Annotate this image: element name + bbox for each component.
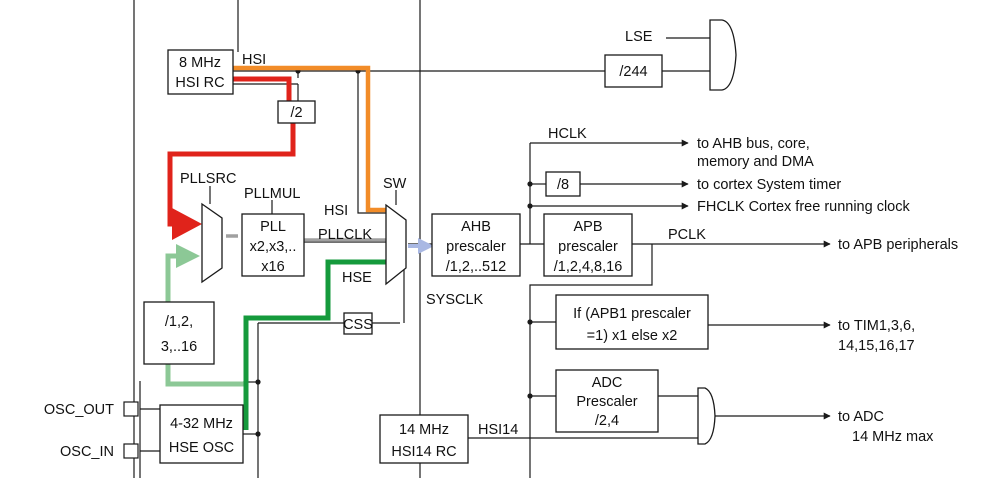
hsi14-rc-line2: HSI14 RC <box>391 444 456 460</box>
ahb-prescaler-block: AHB prescaler /1,2,..512 <box>431 213 521 277</box>
adc-mux <box>697 387 716 445</box>
hsi-rc-block: 8 MHz HSI RC <box>167 49 234 95</box>
lse-label: LSE <box>625 29 653 45</box>
hse-label: HSE <box>342 270 372 286</box>
div2-label: /2 <box>290 105 302 121</box>
hsi14-label: HSI14 <box>478 422 518 438</box>
out-tim-line1: to TIM1,3,6, <box>838 318 915 334</box>
hsi-div-arrowhead <box>172 208 202 240</box>
hse-osc-line1: 4-32 MHz <box>170 416 233 432</box>
ahb-line1: AHB <box>461 219 491 235</box>
out-adc-line2: 14 MHz max <box>852 429 934 445</box>
div244-block: /244 <box>604 54 663 88</box>
prediv-line1: /1,2, <box>165 314 193 330</box>
adc-line1: ADC <box>592 375 623 391</box>
out-ahb-line2: memory and DMA <box>697 154 814 170</box>
sysclk-arrowhead <box>418 238 434 254</box>
sysclk-label: SYSCLK <box>426 292 484 308</box>
osc-out-pad <box>123 401 139 417</box>
tim-multiplier-block: If (APB1 prescaler =1) x1 else x2 <box>555 294 709 350</box>
out-apb: to APB peripherals <box>838 237 958 253</box>
lse-mux <box>709 19 737 91</box>
muxes <box>201 19 737 445</box>
sw-mux <box>385 203 407 286</box>
out-tim-line2: 14,15,16,17 <box>838 338 915 354</box>
osc-in-pad <box>123 443 139 459</box>
hsi-rc-line1: 8 MHz <box>179 55 221 71</box>
hsi14-rc-block: 14 MHz HSI14 RC <box>379 414 469 464</box>
out-ahb-line1: to AHB bus, core, <box>697 136 810 152</box>
osc-pads: OSC_OUT OSC_IN <box>44 401 139 460</box>
hsi-path <box>233 65 386 213</box>
apb-line2: prescaler <box>558 239 618 255</box>
hse-path <box>243 259 388 430</box>
pll-line1: PLL <box>260 219 286 235</box>
hse-pll-arrowhead <box>176 244 200 268</box>
hse-osc-line2: HSE OSC <box>169 440 234 456</box>
ahb-line2: prescaler <box>446 239 506 255</box>
adc-line3: /2,4 <box>595 413 619 429</box>
pclk-label: PCLK <box>668 227 706 243</box>
out-fhclk: FHCLK Cortex free running clock <box>697 199 910 215</box>
out-adc-line1: to ADC <box>838 409 884 425</box>
div8-block: /8 <box>545 171 581 197</box>
hsi-rc-line2: HSI RC <box>175 75 224 91</box>
tim-mult-line2: =1) x1 else x2 <box>587 328 678 344</box>
output-labels: to AHB bus, core, memory and DMA to cort… <box>697 136 958 445</box>
apb-prescaler-block: APB prescaler /1,2,4,8,16 <box>543 213 633 277</box>
apb-line3: /1,2,4,8,16 <box>554 259 623 275</box>
css-label: CSS <box>343 317 373 333</box>
osc-in-label: OSC_IN <box>60 444 114 460</box>
pllmul-label: PLLMUL <box>244 186 300 202</box>
pllclk-label: PLLCLK <box>318 227 372 243</box>
hsi14-rc-line1: 14 MHz <box>399 422 449 438</box>
apb-line1: APB <box>573 219 602 235</box>
ahb-line3: /1,2,..512 <box>446 259 506 275</box>
osc-out-label: OSC_OUT <box>44 402 114 418</box>
div2-block: /2 <box>277 100 316 124</box>
pll-line2: x2,x3,.. <box>250 239 297 255</box>
adc-prescaler-block: ADC Prescaler /2,4 <box>555 369 659 433</box>
prediv-block: /1,2, 3,..16 <box>143 301 215 365</box>
prediv-line2: 3,..16 <box>161 339 197 355</box>
signal-labels: HSI LSE PLLSRC PLLMUL SW HSI PLLCLK HSE … <box>180 29 706 438</box>
adc-line2: Prescaler <box>576 394 637 410</box>
sw-hsi-label: HSI <box>324 203 348 219</box>
pll-block: PLL x2,x3,.. x16 <box>241 213 305 277</box>
css-block: CSS <box>343 312 373 335</box>
hsi-div-path <box>233 76 292 101</box>
out-systick: to cortex System timer <box>697 177 841 193</box>
pllsrc-mux <box>201 202 223 284</box>
colored-paths <box>165 65 434 430</box>
div244-label: /244 <box>619 64 647 80</box>
div8-label: /8 <box>557 177 569 193</box>
hsi-label: HSI <box>242 52 266 68</box>
pllsrc-label: PLLSRC <box>180 171 236 187</box>
hse-osc-block: 4-32 MHz HSE OSC <box>159 404 244 464</box>
tim-mult-line1: If (APB1 prescaler <box>573 306 691 322</box>
sw-label: SW <box>383 176 407 192</box>
hclk-label: HCLK <box>548 126 587 142</box>
pll-line3: x16 <box>261 259 284 275</box>
